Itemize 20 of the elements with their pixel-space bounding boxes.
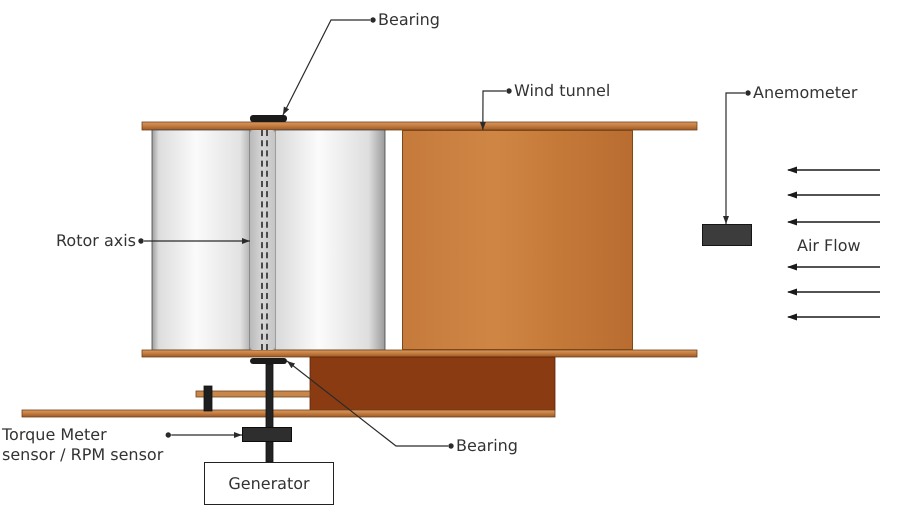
callout-label: Torque Meter sensor / RPM sensor	[2, 425, 172, 465]
wind-tunnel-panel	[402, 130, 633, 350]
air-flow-label: Air Flow	[797, 236, 861, 256]
generator-box: Generator	[204, 462, 334, 505]
callout-label: Anemometer	[745, 83, 858, 103]
leader-line	[138, 238, 250, 244]
rotor-axis	[250, 130, 275, 350]
bearing	[250, 115, 287, 122]
callout-label: Rotor axis	[56, 231, 144, 251]
callout-label: Wind tunnel	[506, 81, 610, 101]
bearing	[250, 358, 287, 364]
leader-line	[480, 88, 512, 130]
torque-sensor	[242, 427, 292, 442]
leader-line	[282, 17, 376, 116]
leader-line	[166, 432, 242, 438]
leader-line	[286, 360, 454, 449]
leader-line	[723, 90, 751, 224]
callout-label: Bearing	[448, 436, 518, 456]
anemometer	[702, 224, 752, 246]
callout-label: Bearing	[370, 10, 440, 30]
